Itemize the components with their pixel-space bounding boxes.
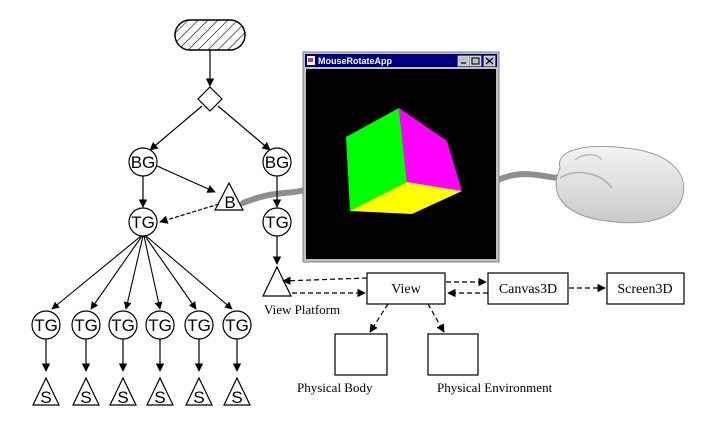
rotating-cube (346, 108, 462, 214)
tg-to-shape-edges (41, 339, 242, 372)
svg-text:S: S (40, 388, 51, 407)
svg-text:TG: TG (225, 316, 249, 335)
view-platform-label: View Platform (264, 302, 340, 317)
shape-row: S S S S S S (32, 376, 251, 407)
physical-body-label: Physical Body (297, 380, 373, 395)
minimize-button[interactable] (457, 55, 470, 67)
svg-text:TG: TG (131, 213, 155, 232)
svg-text:B: B (224, 193, 235, 212)
screen3d-box: Screen3D (606, 272, 685, 305)
svg-text:Screen3D: Screen3D (617, 282, 672, 297)
svg-text:S: S (117, 388, 128, 407)
svg-text:S: S (154, 388, 165, 407)
virtual-universe-node (197, 86, 223, 112)
tg-fanout-edges (51, 235, 233, 310)
svg-text:TG: TG (74, 316, 98, 335)
view-platform-node (262, 265, 292, 297)
java-cup-icon (307, 56, 315, 65)
canvas3d-box: Canvas3D (487, 272, 569, 305)
svg-text:TG: TG (187, 316, 211, 335)
physical-environment-label: Physical Environment (437, 380, 553, 395)
maximize-button[interactable] (469, 55, 482, 67)
behavior-node: B (214, 181, 244, 212)
view-box: View (366, 272, 446, 305)
svg-text:MouseRotateApp: MouseRotateApp (318, 56, 393, 66)
svg-text:S: S (193, 388, 204, 407)
mouse-icon (555, 145, 685, 224)
svg-text:Canvas3D: Canvas3D (499, 282, 557, 297)
tg-node-right: TG (262, 207, 292, 237)
svg-text:TG: TG (148, 316, 172, 335)
physical-environment-box (427, 333, 479, 376)
locale-node (174, 19, 246, 51)
svg-text:TG: TG (265, 213, 289, 232)
app-window: MouseRotateApp (302, 51, 500, 263)
svg-text:View: View (391, 282, 421, 297)
svg-text:TG: TG (111, 316, 135, 335)
svg-text:S: S (80, 388, 91, 407)
window-controls[interactable] (457, 55, 496, 67)
svg-text:TG: TG (34, 316, 58, 335)
physical-body-box (334, 333, 388, 376)
tg-node-left: TG (128, 207, 158, 237)
tg-row: TG TG TG TG TG TG (31, 310, 252, 340)
svg-text:BG: BG (265, 153, 290, 172)
bg-node-right: BG (262, 147, 292, 177)
bg-node-left: BG (128, 147, 158, 177)
svg-text:S: S (231, 388, 242, 407)
svg-text:BG: BG (131, 153, 156, 172)
